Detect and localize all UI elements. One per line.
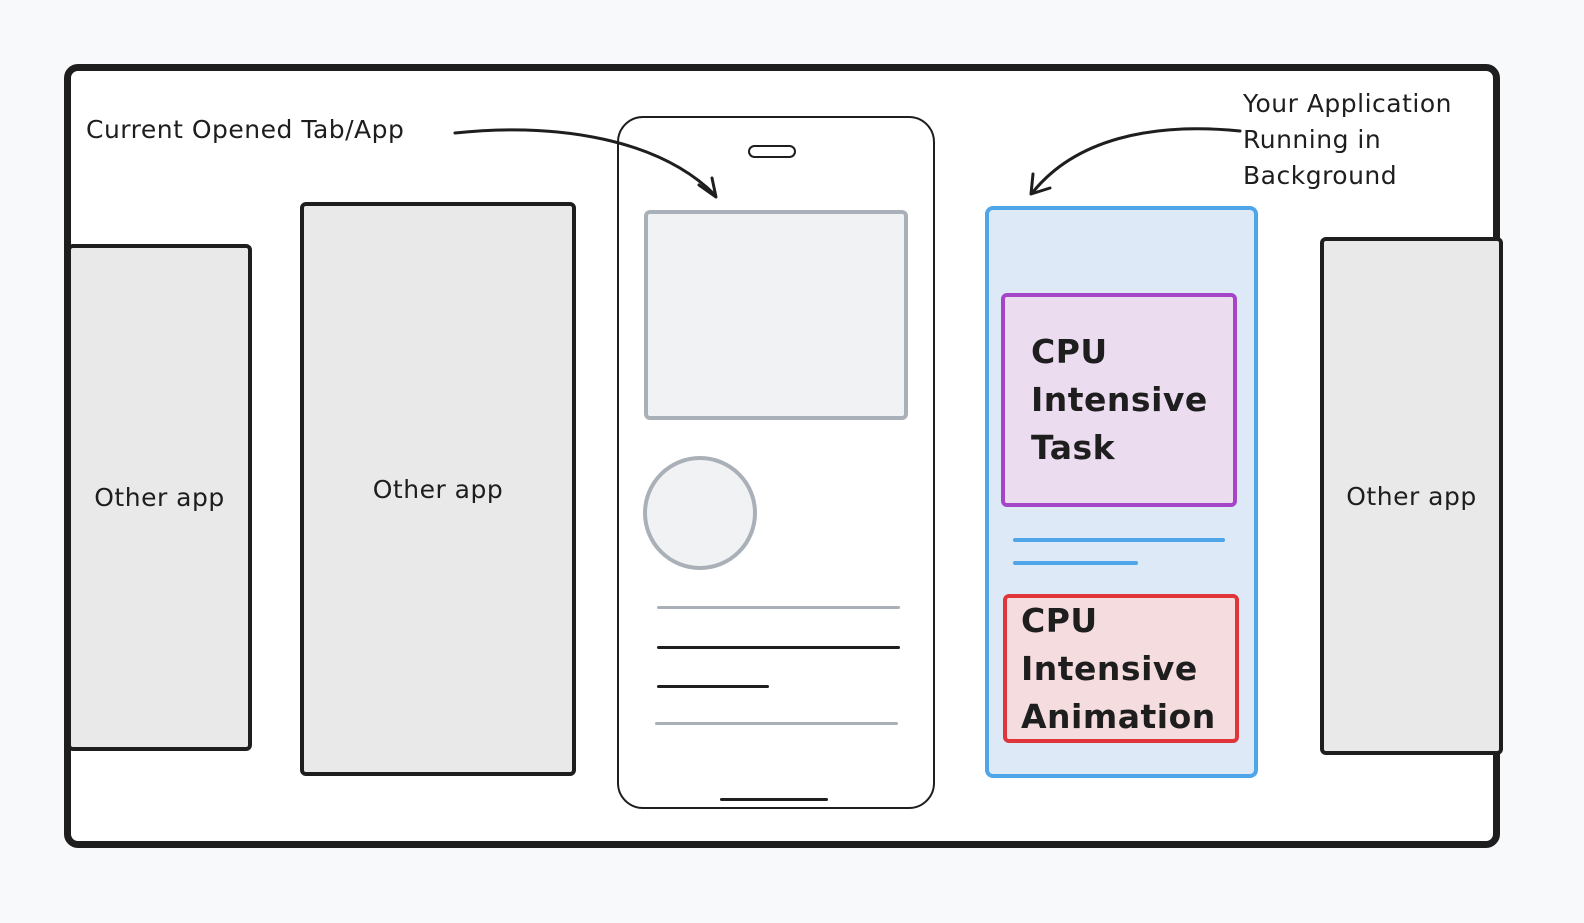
phone-notch xyxy=(748,145,796,158)
annotation-text: Background xyxy=(1243,161,1398,190)
other-app-card-3: Other app xyxy=(1320,237,1503,755)
cpu-task-box: CPU Intensive Task xyxy=(1001,293,1237,507)
image-placeholder xyxy=(644,210,908,420)
cpu-animation-text: Intensive xyxy=(1021,648,1198,688)
cpu-animation-box: CPU Intensive Animation xyxy=(1003,594,1239,743)
avatar-placeholder xyxy=(643,456,757,570)
annotation-text: Current Opened Tab/App xyxy=(86,115,405,144)
phone-home-indicator xyxy=(720,798,828,801)
cpu-task-text: Intensive xyxy=(1031,380,1208,419)
text-line-placeholder xyxy=(655,722,898,725)
annotation-text: Your Application xyxy=(1243,89,1453,118)
text-line-placeholder xyxy=(657,685,769,688)
text-line-placeholder xyxy=(1013,561,1138,565)
cpu-task-text: CPU xyxy=(1031,332,1108,371)
other-app-label: Other app xyxy=(372,474,504,504)
background-app-annotation: Your Application Running in Background xyxy=(1243,86,1452,194)
cpu-animation-text: CPU xyxy=(1021,600,1098,640)
cpu-animation-text: Animation xyxy=(1021,696,1216,736)
text-line-placeholder xyxy=(1013,538,1225,542)
current-tab-annotation: Current Opened Tab/App xyxy=(86,112,404,148)
other-app-card-2: Other app xyxy=(300,202,576,776)
text-line-placeholder xyxy=(657,606,900,609)
other-app-card-1: Other app xyxy=(67,244,252,751)
other-app-label: Other app xyxy=(94,483,225,512)
cpu-task-text: Task xyxy=(1031,428,1116,467)
text-line-placeholder xyxy=(657,646,900,649)
other-app-label: Other app xyxy=(1346,481,1477,511)
annotation-text: Running in xyxy=(1243,125,1382,154)
